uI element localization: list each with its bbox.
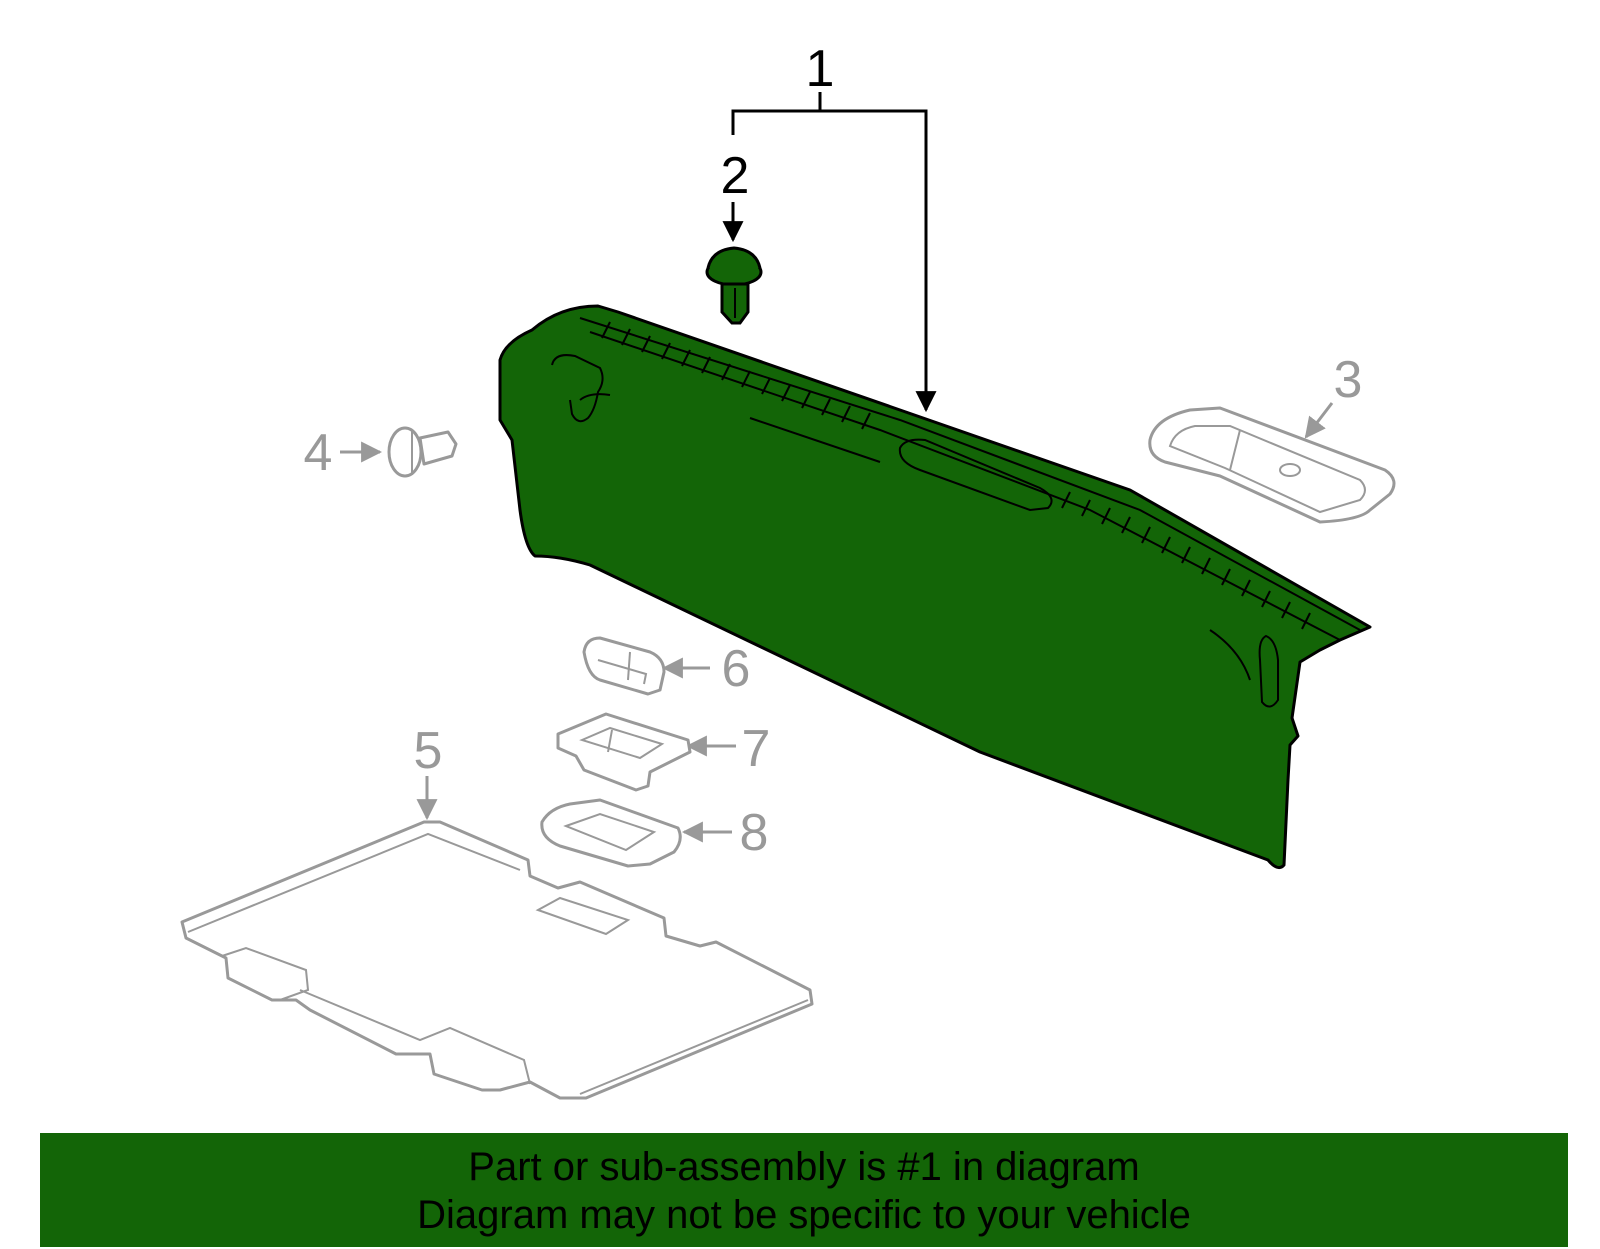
part-2-push-clip[interactable]: [705, 246, 763, 325]
part-8-cover[interactable]: [540, 798, 682, 868]
part-1-rear-trim-panel[interactable]: [498, 304, 1372, 870]
callout-7[interactable]: 7: [742, 720, 771, 778]
callout-3[interactable]: 3: [1334, 351, 1363, 409]
info-banner: Part or sub-assembly is #1 in diagram Di…: [40, 1133, 1568, 1247]
callout-3-arrow: [1304, 402, 1334, 439]
part-4-push-pin[interactable]: [387, 426, 458, 478]
callout-1-leader: [731, 92, 937, 413]
part-3-handle-trim[interactable]: [1148, 406, 1396, 524]
banner-line-1: Part or sub-assembly is #1 in diagram: [468, 1145, 1140, 1189]
part-5-floor-mat[interactable]: [180, 820, 814, 1100]
callout-5[interactable]: 5: [414, 722, 443, 780]
part-7-bezel[interactable]: [556, 712, 692, 792]
part-6-clip[interactable]: [582, 636, 666, 696]
callout-4[interactable]: 4: [304, 424, 333, 482]
callout-8[interactable]: 8: [740, 804, 769, 862]
banner-line-2: Diagram may not be specific to your vehi…: [417, 1193, 1191, 1237]
panel-ribs: [601, 321, 1311, 630]
callout-6[interactable]: 6: [722, 640, 751, 698]
callout-1[interactable]: 1: [806, 40, 835, 98]
callout-2[interactable]: 2: [721, 147, 750, 205]
